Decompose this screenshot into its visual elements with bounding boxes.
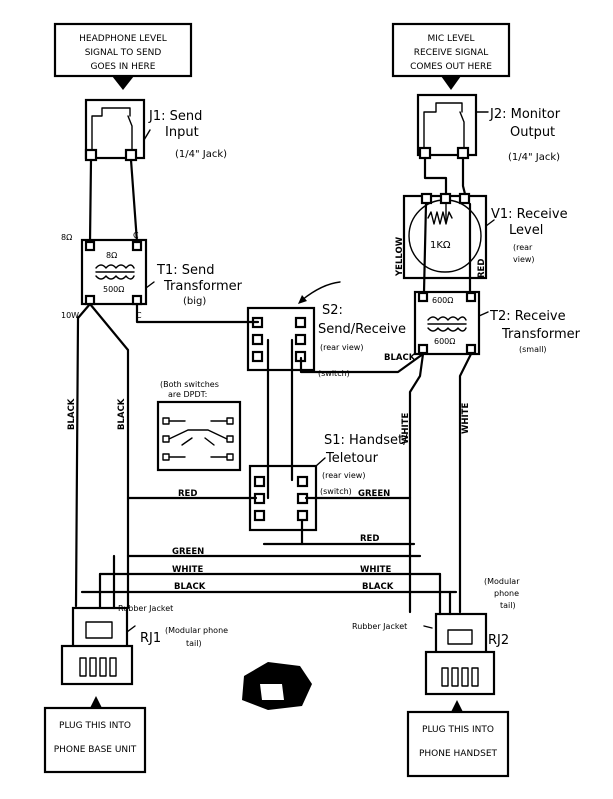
- mascot-icon: [242, 662, 312, 710]
- svg-text:C: C: [136, 311, 142, 320]
- svg-text:Rubber Jacket: Rubber Jacket: [118, 604, 173, 613]
- svg-text:MIC LEVEL: MIC LEVEL: [427, 34, 474, 44]
- s1-switch: [248, 457, 326, 532]
- svg-text:PLUG THIS INTO: PLUG THIS INTO: [422, 725, 494, 735]
- svg-text:600Ω: 600Ω: [434, 337, 455, 346]
- j1-label: J1: Send: [148, 109, 202, 124]
- svg-text:(switch): (switch): [318, 369, 350, 378]
- svg-text:BLACK: BLACK: [117, 398, 127, 430]
- svg-text:BLACK: BLACK: [67, 398, 77, 430]
- t2-label: T2: Receive: [489, 309, 566, 324]
- t1-label: T1: Send: [156, 263, 214, 278]
- svg-text:(small): (small): [519, 345, 547, 354]
- svg-text:RED: RED: [360, 534, 379, 544]
- up-arrow-icon: [451, 700, 463, 712]
- svg-text:8Ω: 8Ω: [106, 251, 117, 260]
- svg-text:PLUG THIS INTO: PLUG THIS INTO: [59, 721, 131, 731]
- rj1-label: RJ1: [140, 631, 161, 646]
- svg-text:GREEN: GREEN: [172, 547, 204, 557]
- j2-label: J2: Monitor: [489, 107, 561, 122]
- down-arrow-icon: [112, 76, 134, 90]
- svg-text:1KΩ: 1KΩ: [430, 240, 451, 251]
- svg-text:10W: 10W: [61, 311, 79, 320]
- svg-text:phone: phone: [494, 589, 519, 598]
- svg-text:(rear: (rear: [513, 243, 533, 252]
- plug-base-note: PLUG THIS INTO PHONE BASE UNIT: [43, 696, 147, 774]
- t1-transformer: [80, 238, 155, 306]
- svg-text:RED: RED: [477, 259, 487, 278]
- wires: [74, 156, 473, 616]
- svg-text:WHITE: WHITE: [401, 413, 411, 444]
- svg-text:(Modular phone: (Modular phone: [165, 626, 228, 635]
- svg-text:SIGNAL TO SEND: SIGNAL TO SEND: [85, 48, 162, 58]
- svg-text:tail): tail): [186, 639, 202, 648]
- svg-text:WHITE: WHITE: [172, 565, 203, 575]
- svg-text:(Both switches: (Both switches: [160, 380, 219, 389]
- svg-text:GREEN: GREEN: [358, 489, 390, 499]
- j1-jack: [84, 98, 151, 162]
- plug-handset-note: PLUG THIS INTO PHONE HANDSET: [406, 700, 510, 778]
- svg-text:(rear view): (rear view): [320, 343, 363, 352]
- up-arrow-icon: [90, 696, 102, 708]
- s2-label: S2:: [322, 303, 343, 318]
- rj1-connector: [60, 606, 136, 686]
- svg-text:Teletour: Teletour: [325, 451, 379, 466]
- svg-text:BLACK: BLACK: [174, 582, 206, 592]
- svg-text:HEADPHONE LEVEL: HEADPHONE LEVEL: [79, 34, 167, 44]
- svg-text:Input: Input: [165, 125, 199, 140]
- svg-text:PHONE HANDSET: PHONE HANDSET: [419, 749, 498, 759]
- rj2-connector: [423, 612, 496, 696]
- svg-text:YELLOW: YELLOW: [395, 236, 405, 277]
- v1-potentiometer: [402, 192, 495, 280]
- svg-text:tail): tail): [500, 601, 516, 610]
- svg-text:Output: Output: [510, 125, 555, 140]
- dpdt-note: [156, 400, 242, 472]
- svg-text:(1/4" Jack): (1/4" Jack): [175, 149, 227, 160]
- svg-text:BLACK: BLACK: [384, 353, 416, 363]
- svg-text:(big): (big): [183, 296, 206, 307]
- svg-text:PHONE BASE UNIT: PHONE BASE UNIT: [54, 745, 137, 755]
- svg-text:8Ω: 8Ω: [61, 233, 72, 242]
- s1-label: S1: Handset/: [324, 433, 408, 448]
- svg-text:(1/4" Jack): (1/4" Jack): [508, 152, 560, 163]
- svg-text:(Modular: (Modular: [484, 577, 520, 586]
- svg-text:Rubber Jacket: Rubber Jacket: [352, 622, 407, 631]
- svg-text:RED: RED: [178, 489, 197, 499]
- svg-text:Transformer: Transformer: [163, 279, 243, 294]
- svg-text:Level: Level: [509, 223, 543, 238]
- svg-text:BLACK: BLACK: [362, 582, 394, 592]
- v1-label: V1: Receive: [491, 207, 568, 222]
- mic-note: MIC LEVEL RECEIVE SIGNAL COMES OUT HERE: [391, 22, 511, 90]
- svg-text:GOES IN HERE: GOES IN HERE: [91, 62, 156, 72]
- t2-transformer: [413, 290, 489, 356]
- svg-text:Send/Receive: Send/Receive: [318, 322, 406, 337]
- svg-text:Transformer: Transformer: [501, 327, 581, 342]
- arrow-icon: [298, 295, 307, 304]
- svg-text:COMES OUT HERE: COMES OUT HERE: [410, 62, 492, 72]
- svg-text:(rear view): (rear view): [322, 471, 365, 480]
- svg-text:WHITE: WHITE: [360, 565, 391, 575]
- svg-text:are DPDT:: are DPDT:: [168, 390, 207, 399]
- svg-text:500Ω: 500Ω: [103, 285, 124, 294]
- svg-text:(switch): (switch): [320, 487, 352, 496]
- svg-text:WHITE: WHITE: [461, 403, 471, 434]
- svg-text:600Ω: 600Ω: [432, 296, 453, 305]
- down-arrow-icon: [441, 76, 461, 90]
- j2-jack: [416, 93, 489, 160]
- svg-text:RECEIVE SIGNAL: RECEIVE SIGNAL: [414, 48, 489, 58]
- rj2-label: RJ2: [488, 633, 509, 648]
- headphone-note: HEADPHONE LEVEL SIGNAL TO SEND GOES IN H…: [53, 22, 193, 90]
- svg-text:view): view): [513, 255, 535, 264]
